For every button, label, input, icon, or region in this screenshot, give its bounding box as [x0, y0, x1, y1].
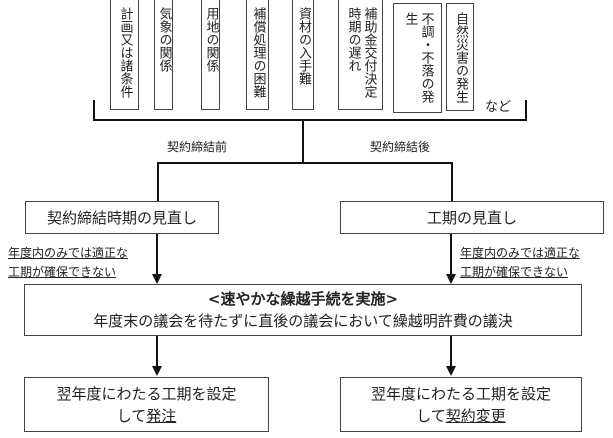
cause-box: 資材の入手難 — [292, 0, 314, 110]
arrow-down-icon — [446, 274, 456, 284]
note-line: 年度内のみでは適正な — [8, 246, 129, 260]
emphasis-text: 発注 — [146, 406, 177, 425]
box-text: 翌年度にわたる工期を設定 — [56, 384, 237, 403]
review-schedule-box: 工期の見直し — [340, 201, 604, 234]
note-line: 年度内のみでは適正な — [460, 246, 581, 260]
emphasis-text: 契約変更 — [445, 406, 506, 425]
order-box: 翌年度にわたる工期を設定 して発注 — [24, 377, 269, 432]
right-note: 年度内のみでは適正な工期が確保できない — [460, 244, 580, 282]
box-text: して発注 — [117, 405, 177, 427]
cause-box: 気象の関係 — [154, 0, 173, 110]
arrow-line — [156, 336, 158, 368]
procedure-title: <速やかな繰越手続を実施> — [207, 290, 399, 308]
left-note: 年度内のみでは適正な工期が確保できない — [8, 244, 128, 282]
bracket — [93, 119, 527, 121]
cause-box: 補助金交付決定時期の遅れ — [338, 0, 383, 110]
text: して — [116, 406, 147, 425]
connector-line — [157, 162, 159, 202]
box-text: 翌年度にわたる工期を設定 — [370, 384, 551, 403]
procedure-text: 年度末の議会を待たずに直後の議会において繰越明許費の議決 — [93, 312, 513, 330]
cause-box: 補償処理の困難 — [246, 0, 269, 110]
branch-before-label: 契約締結前 — [167, 140, 228, 154]
review-contract-timing-box: 契約締結時期の見直し — [25, 201, 219, 234]
arrow-line — [450, 336, 452, 368]
arrow-down-icon — [152, 366, 162, 376]
etc-label: など — [485, 100, 512, 115]
text: して — [416, 406, 446, 425]
bracket — [525, 100, 527, 121]
arrow-line — [156, 234, 158, 276]
note-line: 工期が確保できない — [460, 265, 569, 279]
note-line: 工期が確保できない — [8, 265, 117, 279]
cause-box: 不調・不落の発生 — [393, 3, 442, 113]
connector-line — [451, 162, 453, 202]
cause-box: 自然災害の発生 — [446, 3, 474, 111]
arrow-down-icon — [152, 274, 162, 284]
box-text: して契約変更 — [416, 405, 506, 427]
carryover-procedure-box: <速やかな繰越手続を実施> 年度末の議会を待たずに直後の議会において繰越明許費の… — [24, 284, 582, 336]
connector-line — [302, 120, 304, 164]
cause-box: 計画又は諸条件 — [110, 0, 139, 110]
branch-after-label: 契約締結後 — [370, 140, 431, 154]
arrow-down-icon — [446, 366, 456, 376]
cause-box: 用地の関係 — [201, 0, 220, 110]
contract-change-box: 翌年度にわたる工期を設定 して契約変更 — [340, 377, 582, 432]
connector-line — [157, 162, 453, 164]
arrow-line — [450, 234, 452, 276]
bracket — [93, 100, 95, 121]
